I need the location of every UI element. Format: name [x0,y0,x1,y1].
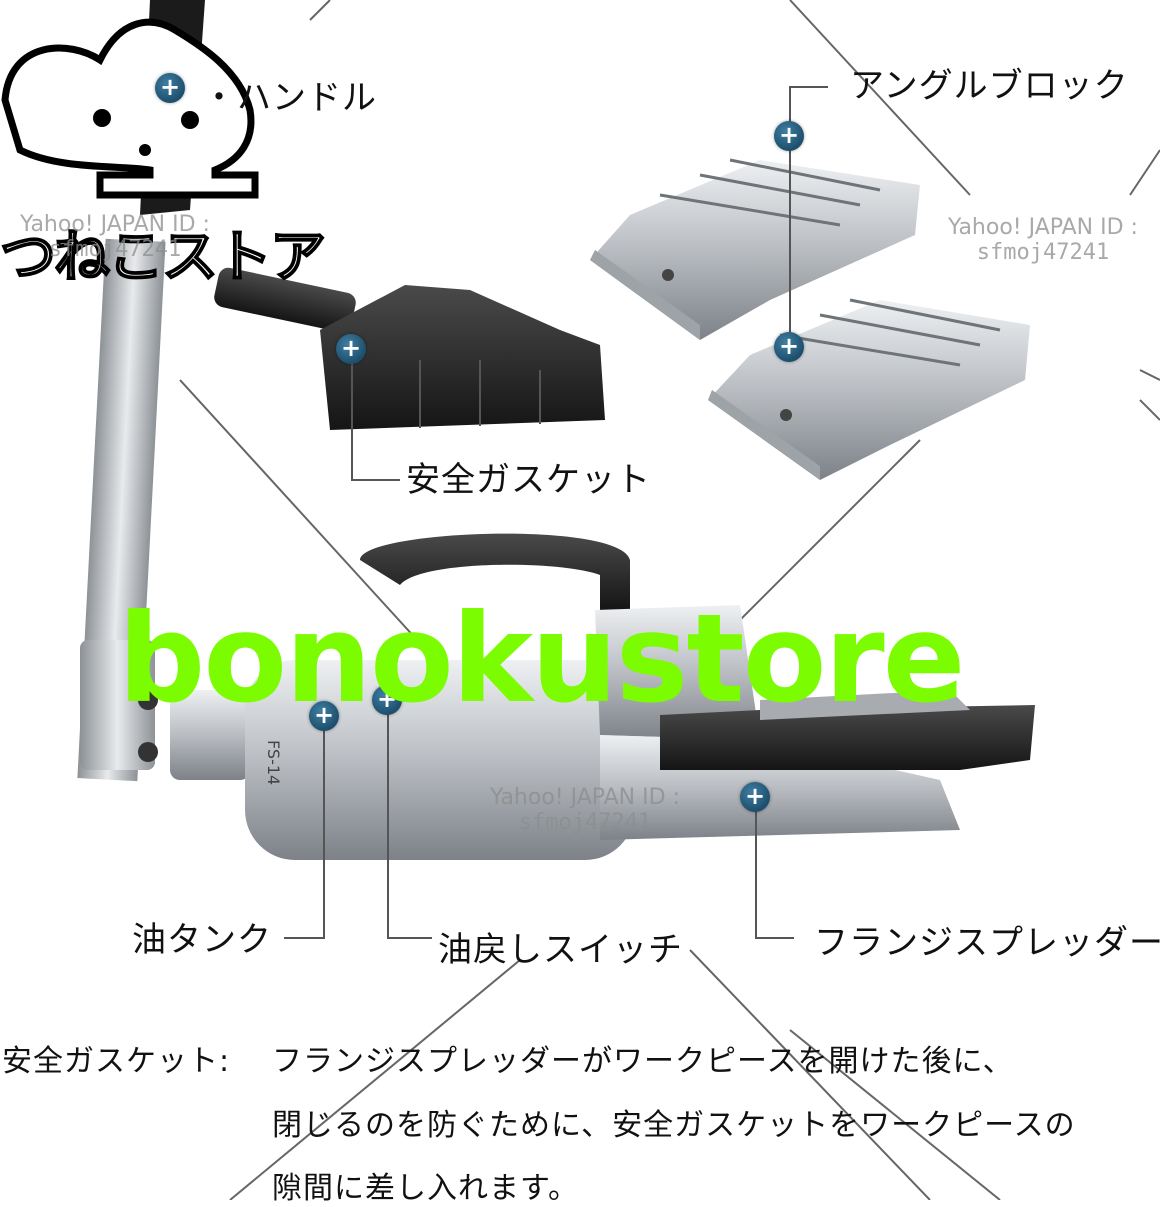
watermark-center: Yahoo! JAPAN ID : sfmoj47241 [440,785,730,835]
watermark-line1: Yahoo! JAPAN ID : [20,212,210,237]
label-release-switch: 油戻しスイッチ [438,930,683,970]
store-logo-text: つねこストア [0,224,327,291]
safety-gasket-part [214,267,605,430]
description-line-2: 閉じるのを防ぐために、安全ガスケットをワークピースの [272,1108,1076,1143]
watermark-line1: Yahoo! JAPAN ID : [948,215,1138,240]
label-handle: ・ハンドル [202,78,377,118]
marker-angle-block-upper: + [774,121,804,151]
watermark-line2: sfmoj47241 [48,237,182,262]
label-angle-block: アングルブロック [850,66,1129,106]
angle-block-upper [590,158,920,340]
description-line-3: 隙間に差し入れます。 [272,1171,579,1206]
marker-safety-gasket: + [336,334,366,364]
description-term: 安全ガスケット: [2,1044,231,1079]
watermark-line1: Yahoo! JAPAN ID : [490,785,680,810]
watermark-line2: sfmoj47241 [518,810,652,835]
overlay-brand-text: bonokustore [118,588,965,730]
label-flange-spreader: フランジスプレッダー [814,923,1160,963]
label-safety-gasket: 安全ガスケット [406,460,651,500]
marker-release-switch: + [372,685,402,715]
marker-oil-tank: + [309,701,339,731]
watermark-top-left: Yahoo! JAPAN ID : sfmoj47241 [0,212,230,262]
watermark-line2: sfmoj47241 [976,240,1110,265]
watermark-top-right: Yahoo! JAPAN ID : sfmoj47241 [926,215,1160,265]
model-marking: FS-14 [264,740,283,785]
label-oil-tank: 油タンク [132,920,272,960]
spreader-body: FS-14 [170,533,1035,860]
marker-flange-spreader: + [740,782,770,812]
store-logo-mascot [1,18,259,199]
description-line-1: フランジスプレッダーがワークピースを開けた後に、 [272,1044,1014,1079]
marker-handle: + [155,73,185,103]
marker-angle-block-lower: + [774,332,804,362]
